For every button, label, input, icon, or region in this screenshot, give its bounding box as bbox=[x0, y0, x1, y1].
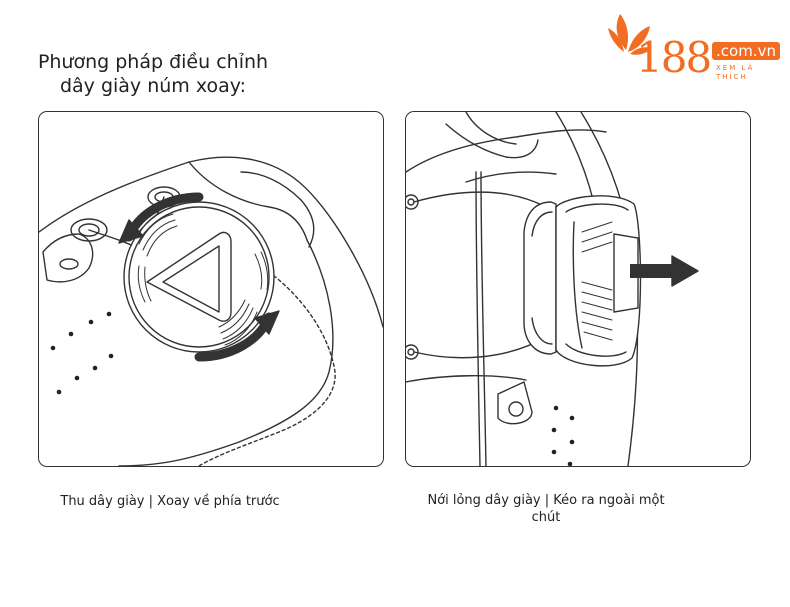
lotus-logo-icon bbox=[608, 14, 652, 55]
logo-number: 188 bbox=[636, 33, 712, 82]
loosen-caption: Nới lỏng dây giày | Kéo ra ngoài một chú… bbox=[427, 493, 665, 525]
logo-domain: .com.vn bbox=[712, 42, 780, 60]
tighten-illustration-panel bbox=[38, 111, 384, 467]
tighten-caption: Thu dây giày | Xoay về phía trước bbox=[60, 494, 280, 509]
page-title: Phương pháp điều chỉnh dây giày núm xoay… bbox=[37, 51, 269, 97]
brand-logo[interactable]: 188 .com.vn XEM LÀ THÍCH bbox=[606, 8, 786, 84]
loosen-illustration-panel bbox=[405, 111, 751, 467]
logo-tagline: XEM LÀ THÍCH bbox=[716, 64, 755, 81]
